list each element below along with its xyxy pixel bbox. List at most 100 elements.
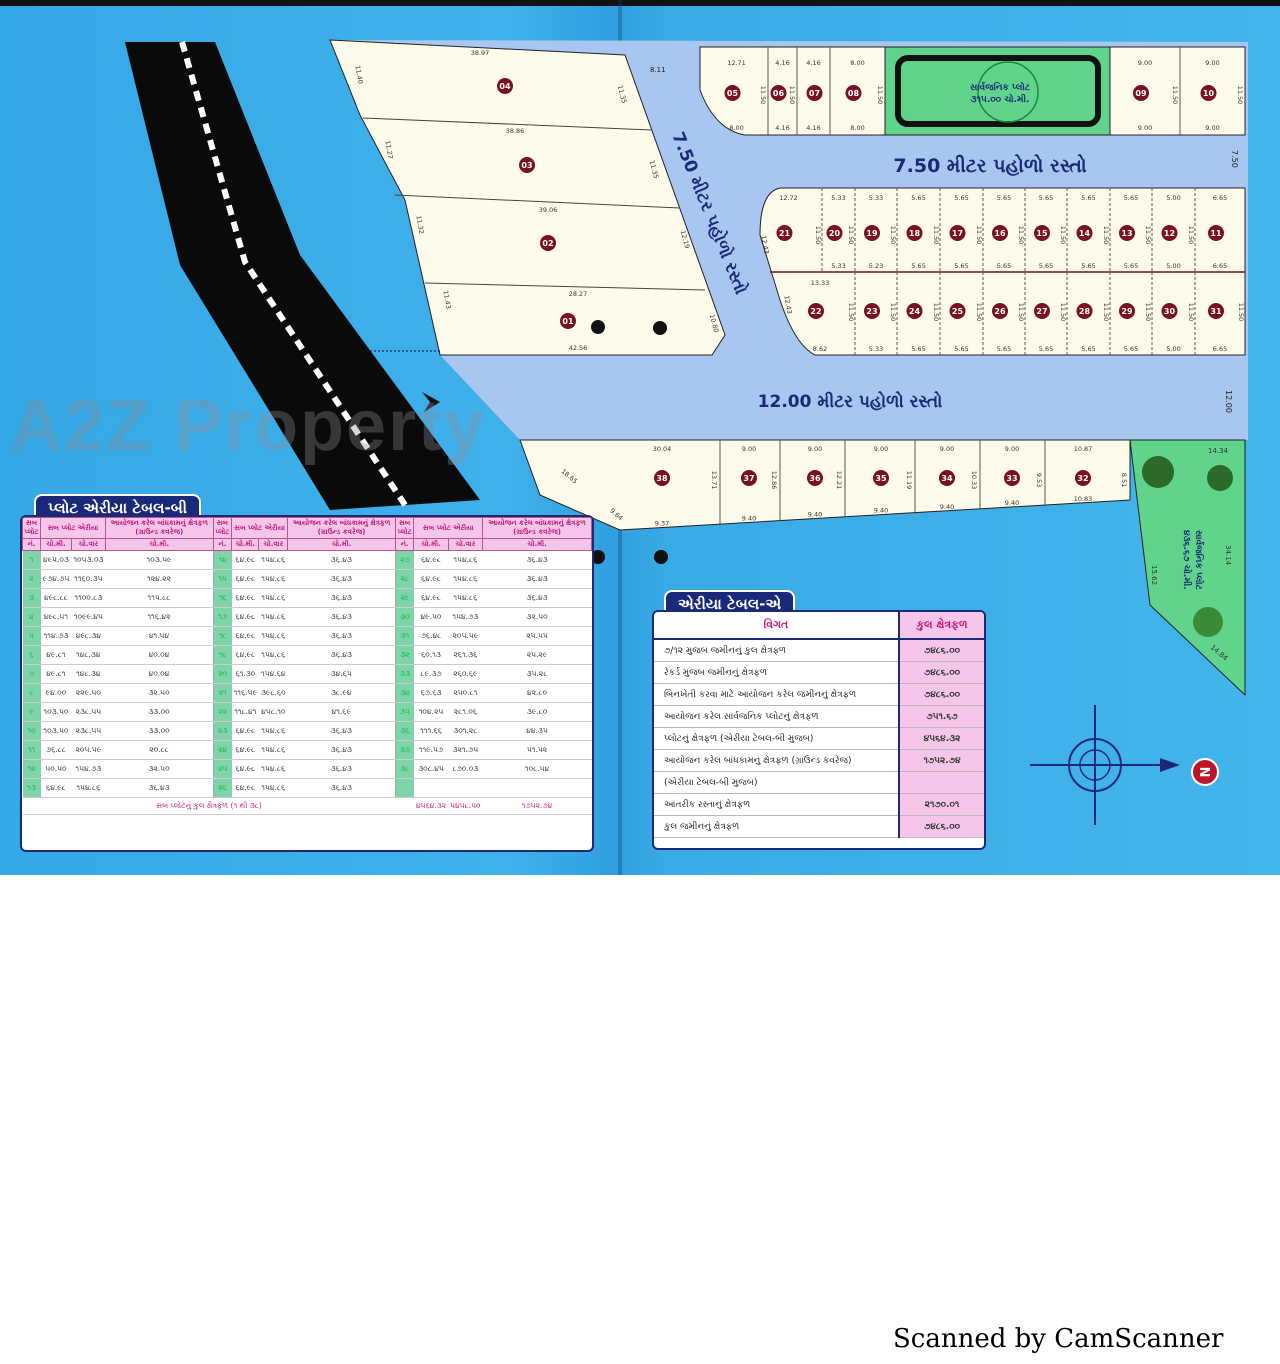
area-sqm-cell: ૧૦૩.૫૦ (40, 721, 72, 741)
park-top-area: ૩૧૫.૦૦ ચો.મી. (971, 92, 1030, 105)
area-sqm-cell: ૪૯.૮૧ (40, 664, 72, 684)
plot-marker[interactable] (741, 470, 757, 486)
plot-marker[interactable] (1119, 225, 1135, 241)
plot-marker[interactable] (806, 85, 823, 101)
park-right-dim: 15.62 (1150, 565, 1158, 585)
plot-marker[interactable] (1161, 225, 1178, 241)
plot-marker[interactable] (1034, 225, 1050, 241)
plot-number[interactable]: 27 (1036, 307, 1047, 316)
plot-dimension: 11.50 (932, 226, 940, 245)
plot-number[interactable]: 32 (1077, 474, 1088, 483)
plot-number[interactable]: 31 (1210, 307, 1222, 316)
plot-marker[interactable] (864, 225, 880, 241)
detail-cell: બિનખેતી કરવા માટે આયોજન કરેલ જમીનનું ક્ષ… (654, 683, 899, 706)
plot-marker[interactable] (906, 225, 923, 241)
plot-marker[interactable] (560, 313, 576, 329)
plot-number[interactable]: 22 (810, 307, 821, 316)
plot-number[interactable]: 28 (1079, 307, 1091, 316)
plot-marker[interactable] (540, 235, 556, 251)
plot-marker[interactable] (1034, 303, 1050, 319)
plot-marker[interactable] (497, 78, 513, 94)
plot-marker[interactable] (845, 85, 862, 101)
plot-marker[interactable] (1075, 470, 1091, 486)
plot-dimension: 11.50 (1236, 86, 1244, 105)
plot-marker[interactable] (826, 225, 843, 241)
plot-number[interactable]: 21 (779, 229, 791, 238)
area-sqyd-cell (448, 778, 483, 798)
area-sqyd-cell: ૧૫૪.૭૩ (448, 607, 483, 627)
plot-marker[interactable] (906, 303, 923, 319)
plot-marker[interactable] (654, 470, 670, 486)
area-sqm-cell: ૬૪.૯૮ (231, 759, 259, 779)
construction-cell: ૩૬.૪૩ (105, 778, 214, 798)
plot-number[interactable]: 11 (1210, 229, 1222, 238)
plot-dimension: 8.00 (850, 124, 864, 132)
plot-marker[interactable] (1119, 303, 1135, 319)
plot-number[interactable]: 10 (1203, 89, 1215, 98)
plot-marker[interactable] (864, 303, 880, 319)
plot-number[interactable]: 18 (909, 229, 921, 238)
plot-marker[interactable] (776, 225, 793, 241)
plot-marker[interactable] (519, 157, 535, 173)
plot-no-cell: ૧૦ (22, 721, 41, 741)
plot-marker[interactable] (1208, 303, 1224, 319)
plot-number[interactable]: 25 (952, 307, 964, 316)
plot-dimension: 5.33 (831, 262, 845, 270)
plot-marker[interactable] (1208, 225, 1224, 241)
sub-sqm: ચો.મી. (482, 538, 592, 551)
plot-marker[interactable] (724, 85, 741, 101)
area-value-cell: ૭૪૮૬.૦૦ (898, 661, 984, 684)
plot-number[interactable]: 35 (875, 474, 887, 483)
plot-number[interactable]: 13 (1121, 229, 1132, 238)
plot-number[interactable]: 17 (952, 229, 963, 238)
plot-marker[interactable] (949, 225, 966, 241)
plot-marker[interactable] (807, 470, 823, 486)
plot-number[interactable]: 12 (1164, 229, 1175, 238)
plot-number[interactable]: 34 (941, 474, 953, 483)
plot-number[interactable]: 04 (499, 82, 511, 91)
plot-marker[interactable] (873, 470, 889, 486)
plot-no-cell: ૧૨ (22, 759, 41, 779)
plot-marker[interactable] (992, 303, 1008, 319)
plot-marker[interactable] (1076, 303, 1093, 319)
plot-number[interactable]: 05 (727, 89, 739, 98)
plot-number[interactable]: 20 (829, 229, 841, 238)
plot-number[interactable]: 33 (1006, 474, 1017, 483)
plot-marker[interactable] (939, 470, 955, 486)
area-sqm-cell: ૬૧.૩૦ (231, 664, 259, 684)
plot-number[interactable]: 15 (1036, 229, 1048, 238)
plot-number[interactable]: 14 (1079, 229, 1091, 238)
plot-number[interactable]: 02 (542, 239, 553, 248)
plot-marker[interactable] (1004, 470, 1020, 486)
plot-number[interactable]: 06 (773, 89, 785, 98)
plot-number[interactable]: 23 (866, 307, 877, 316)
sub-sqm: ચો.મી. (413, 538, 449, 551)
plot-number[interactable]: 08 (848, 89, 860, 98)
plot-number[interactable]: 16 (994, 229, 1006, 238)
detail-cell: આયોજન કરેલ બાંધકામનું ક્ષેત્રફળ (ગ્રાઉન્… (654, 749, 899, 772)
plot-number[interactable]: 19 (866, 229, 878, 238)
plot-number[interactable]: 07 (809, 89, 820, 98)
plot-number[interactable]: 09 (1135, 89, 1147, 98)
plot-dimension: 38.86 (506, 127, 525, 135)
area-sqm-cell: ૬૦.૧૩ (413, 645, 449, 665)
plot-number[interactable]: 03 (521, 161, 532, 170)
plot-number[interactable]: 38 (656, 474, 668, 483)
plot-number[interactable]: 01 (562, 317, 574, 326)
plot-number[interactable]: 24 (909, 307, 921, 316)
plot-number[interactable]: 30 (1164, 307, 1176, 316)
plot-marker[interactable] (992, 225, 1008, 241)
plot-number[interactable]: 37 (743, 474, 754, 483)
plot-marker[interactable] (1076, 225, 1093, 241)
plot-number[interactable]: 29 (1121, 307, 1133, 316)
plot-marker[interactable] (949, 303, 966, 319)
plot-marker[interactable] (770, 85, 787, 101)
plot-marker[interactable] (1133, 85, 1149, 101)
plot-marker[interactable] (1200, 85, 1217, 101)
plot-marker[interactable] (808, 303, 824, 319)
plot-number[interactable]: 36 (809, 474, 821, 483)
plot-number[interactable]: 26 (994, 307, 1006, 316)
col-construction: આયોજન કરેલ બાંધકામનું ક્ષેત્રફળ (ગ્રાઉન્… (104, 517, 214, 539)
plot-marker[interactable] (1161, 303, 1178, 319)
